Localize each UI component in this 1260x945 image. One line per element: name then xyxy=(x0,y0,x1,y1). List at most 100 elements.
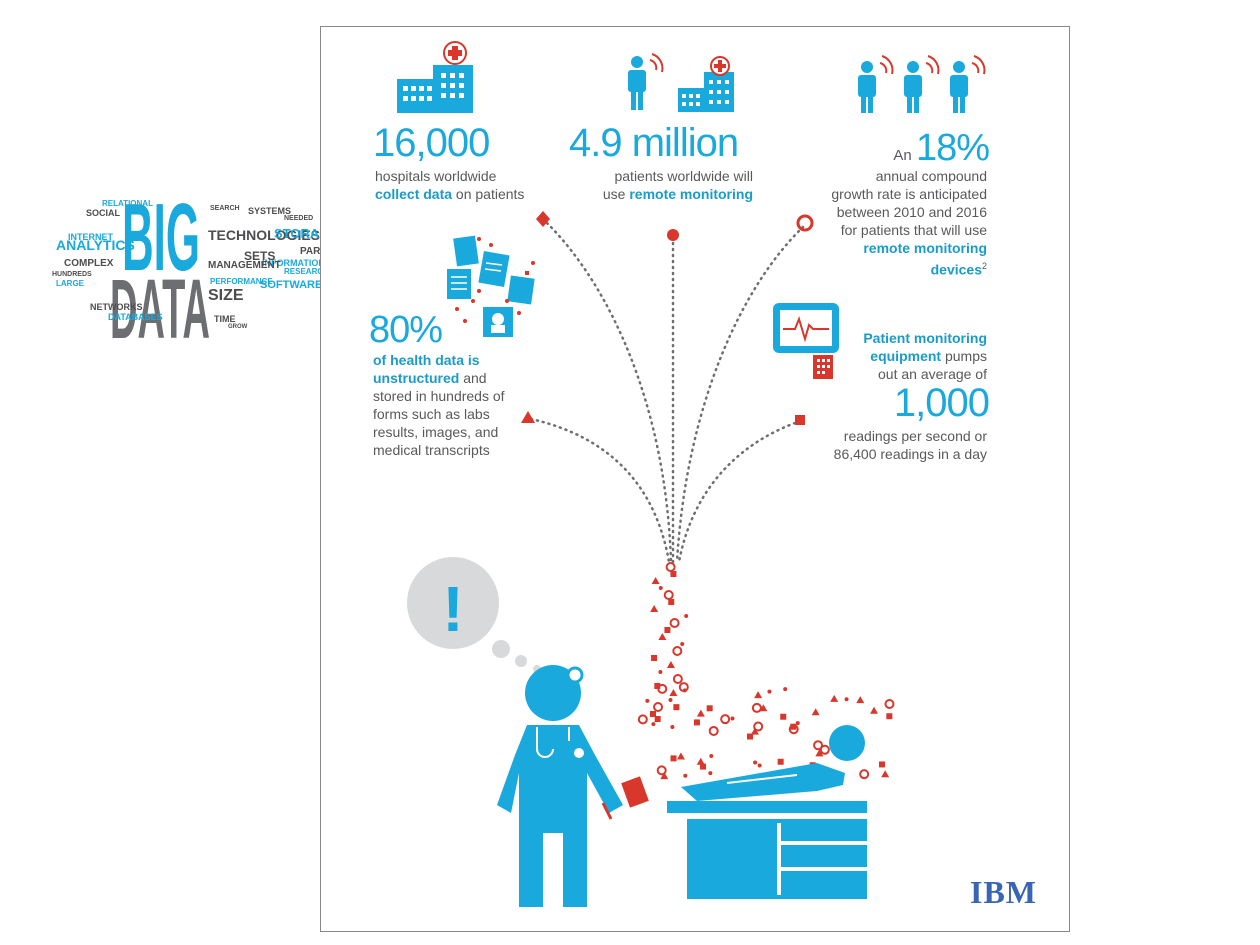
data-particle xyxy=(795,721,800,726)
cloud-word: GROW xyxy=(228,324,248,330)
cloud-word: SEARCH xyxy=(210,205,240,212)
growth-bold2: devices xyxy=(930,261,982,278)
unstructured-line3: stored in hundreds of xyxy=(373,388,505,404)
data-particle xyxy=(672,646,683,656)
data-particle xyxy=(658,586,663,590)
data-particle xyxy=(665,562,676,572)
growth-stat-number: 18% xyxy=(915,127,990,169)
cloud-word: MANAGEMENT xyxy=(208,260,281,271)
unstructured-bold2: unstructured xyxy=(373,370,460,386)
patients-pre: use xyxy=(602,186,630,202)
cloud-word: DATABASES xyxy=(108,312,163,322)
data-particle xyxy=(664,627,671,633)
data-particle xyxy=(658,633,667,640)
data-particle xyxy=(856,696,865,704)
monitoring-stat-text-2: readings per second or 86,400 readings i… xyxy=(787,427,987,463)
cloud-word: INFORMATION xyxy=(262,258,325,268)
data-particle xyxy=(669,689,678,696)
patients-stat-number: 4.9 million xyxy=(569,121,739,165)
cloud-word: TIME xyxy=(214,314,236,324)
data-particle xyxy=(886,713,893,720)
data-particle xyxy=(668,698,673,702)
growth-stat-text: annual compound growth rate is anticipat… xyxy=(789,167,987,279)
cloud-word: COMPLEX xyxy=(64,258,114,269)
infographic-poster: 16,000 hospitals worldwide collect data … xyxy=(320,26,1070,932)
word-cloud-graphic: BIG DATA ANALYTICS COMPLEX INTERNET TECHNOL… xyxy=(52,184,353,356)
cloud-word: SYSTEMS xyxy=(248,206,291,216)
cloud-word: LARGE xyxy=(56,279,85,288)
patients-bold: remote monitoring xyxy=(629,186,753,202)
data-particle xyxy=(645,698,650,703)
monitoring-line3: out an average of xyxy=(878,366,987,382)
cloud-word: SETS xyxy=(244,249,275,263)
data-particle xyxy=(696,757,705,765)
growth-stat-heading: An 18% xyxy=(789,127,990,170)
alert-exclamation: ! xyxy=(442,573,463,645)
data-particle xyxy=(819,744,830,755)
cloud-word: TECHNOLOGIES xyxy=(208,227,320,243)
data-particle xyxy=(650,711,657,717)
unstructured-line5: results, images, and xyxy=(373,424,499,440)
data-particle xyxy=(830,694,839,702)
hospitals-bold: collect data xyxy=(375,186,453,202)
data-particle xyxy=(651,655,658,661)
growth-prefix: An xyxy=(893,147,916,164)
data-particle xyxy=(844,697,849,702)
patient-figure xyxy=(858,55,894,113)
monitoring-bold2: equipment xyxy=(870,348,942,364)
data-particle xyxy=(780,713,787,720)
data-particle xyxy=(815,749,824,757)
data-particle xyxy=(693,719,700,726)
data-particle xyxy=(754,691,763,699)
patient-figure xyxy=(950,55,986,113)
unstructured-bold1: of health data is xyxy=(373,352,480,368)
heart-monitor-icon xyxy=(773,303,839,379)
data-particle xyxy=(788,724,799,735)
data-particle xyxy=(678,682,689,693)
unstructured-line6: medical transcripts xyxy=(373,442,490,458)
data-particle xyxy=(706,705,713,712)
hospitals-stat-number: 16,000 xyxy=(373,121,490,165)
data-particle xyxy=(651,722,656,727)
data-particle xyxy=(777,758,784,765)
data-particle xyxy=(696,709,705,717)
data-particle xyxy=(683,773,688,778)
data-particle xyxy=(673,704,680,711)
data-particle xyxy=(680,642,685,646)
data-particle xyxy=(747,733,754,740)
data-particle xyxy=(881,770,890,778)
data-particle xyxy=(813,740,824,751)
monitoring-bold1: Patient monitoring xyxy=(863,330,987,346)
monitoring-rest2: pumps xyxy=(941,348,987,364)
data-particle xyxy=(884,699,895,710)
data-particle xyxy=(651,577,660,584)
data-particle xyxy=(767,689,772,694)
growth-line2: growth rate is anticipated xyxy=(831,186,987,202)
growth-footnote: 2 xyxy=(981,261,987,271)
big-word: BIG xyxy=(122,184,200,291)
cloud-word: HUNDREDS xyxy=(52,271,92,278)
remote-patients-icon xyxy=(858,55,986,113)
data-particle xyxy=(656,765,667,776)
thought-bubble: ! xyxy=(407,557,541,673)
data-particle xyxy=(660,772,669,780)
cloud-word: INTERNET xyxy=(68,232,114,242)
data-particle xyxy=(811,708,820,716)
data-particle xyxy=(870,706,879,714)
cloud-word: SIZE xyxy=(208,287,244,304)
hospitals-rest: on patients xyxy=(452,186,525,202)
data-particle xyxy=(750,727,759,735)
cloud-word: SOFTWARE xyxy=(260,279,322,291)
data-particle xyxy=(708,725,719,736)
data-particle xyxy=(669,618,680,628)
data-particle xyxy=(658,670,663,674)
data-word: DATA xyxy=(110,262,210,356)
ibm-logo: IBM xyxy=(970,874,1037,910)
data-particle xyxy=(653,702,664,712)
cloud-word: NETWORKS xyxy=(90,302,143,312)
monitoring-stat-text: Patient monitoring equipment pumps out a… xyxy=(787,329,987,383)
data-particle xyxy=(751,702,762,713)
growth-line4: for patients that will use xyxy=(840,222,987,238)
cloud-word: ANALYTICS xyxy=(56,237,135,253)
patients-stat-text: patients worldwide will use remote monit… xyxy=(553,167,753,203)
